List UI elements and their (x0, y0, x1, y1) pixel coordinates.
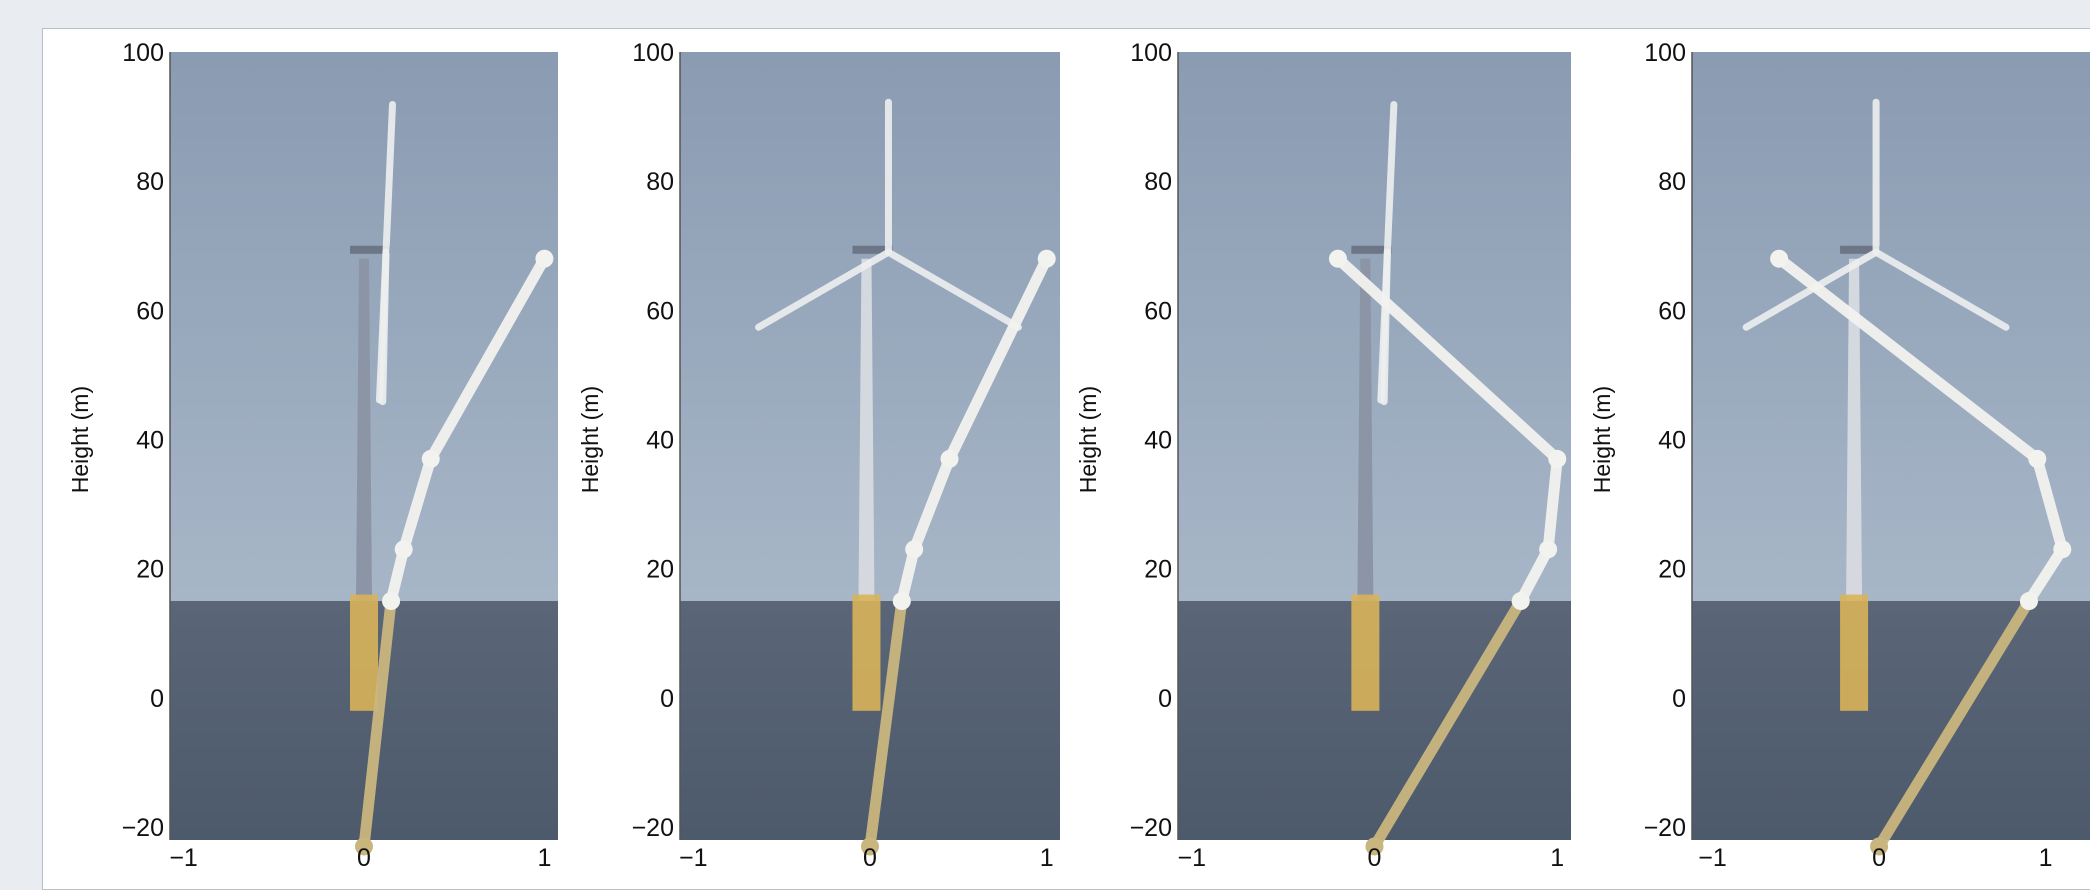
y-tick-label: 60 (136, 297, 164, 325)
panel-3: 100 80 60 40 20 0 −20−1 0 1 Height (m) (1075, 39, 1571, 868)
turbine-blade (755, 248, 892, 331)
x-tick-label: −1 (1698, 844, 1727, 868)
turbine-tower (1357, 258, 1374, 602)
data-point (940, 449, 959, 468)
y-tick-label: 0 (1158, 685, 1172, 713)
turbine-blade (375, 248, 390, 404)
y-tick-label: 100 (632, 39, 674, 67)
data-point (1548, 449, 1567, 468)
turbine-tower (356, 258, 372, 602)
y-tick-label: −20 (1644, 814, 1686, 842)
y-tick-label: 60 (1658, 297, 1686, 325)
data-point (1037, 249, 1056, 268)
y-tick-label: 80 (1658, 168, 1686, 196)
data-point (2019, 592, 2038, 611)
data-point (905, 540, 924, 559)
y-tick-label: 20 (1144, 556, 1172, 584)
turbine-blade (382, 101, 397, 256)
y-axis-label: Height (m) (577, 386, 603, 493)
y-tick-label: −20 (122, 814, 164, 842)
y-tick-label: 40 (1658, 427, 1686, 455)
turbine-foundation (350, 594, 378, 711)
x-tick-label: −1 (169, 844, 198, 868)
x-tick-label: −1 (1177, 844, 1206, 868)
data-point (421, 449, 440, 468)
x-tick-label: 1 (1550, 844, 1564, 868)
data-point (1511, 592, 1530, 611)
x-tick-label: 0 (863, 844, 877, 868)
sea-background (1692, 601, 2090, 840)
y-tick-label: 80 (1144, 168, 1172, 196)
y-tick-label: 80 (136, 168, 164, 196)
data-point (382, 592, 401, 611)
y-tick-label: 60 (1144, 297, 1172, 325)
turbine-blade (1383, 101, 1398, 256)
above-water-line (1332, 253, 1563, 607)
sky-background (1692, 52, 2090, 602)
y-tick-label: −20 (1130, 814, 1172, 842)
data-point (1539, 540, 1558, 559)
turbine-foundation (852, 594, 881, 711)
turbine-nacelle (1840, 245, 1881, 254)
above-water-line (896, 253, 1053, 607)
y-tick-label: 100 (122, 39, 164, 67)
turbine-nacelle (350, 245, 390, 254)
x-tick-label: 0 (1368, 844, 1382, 868)
x-tick-label: 0 (357, 844, 371, 868)
submerged-segment-line (1873, 595, 2035, 852)
y-tick-label: 60 (646, 297, 674, 325)
turbine-nacelle (1351, 245, 1392, 254)
data-point (861, 837, 879, 856)
sky-background (1178, 52, 1571, 602)
turbine-foundation (1351, 594, 1380, 711)
submerged-segment-line (1369, 595, 1527, 852)
y-tick-label: 80 (646, 168, 674, 196)
turbine-nacelle (852, 245, 893, 254)
x-tick-label: 0 (1872, 844, 1886, 868)
data-point (1328, 249, 1347, 268)
y-axis-label: Height (m) (1075, 386, 1101, 493)
submerged-segment-line (358, 595, 397, 852)
data-point (2053, 540, 2072, 559)
data-point (2028, 449, 2047, 468)
turbine-tower (858, 258, 875, 602)
panel-2: 100 80 60 40 20 0 −20−1 0 1 Height (m) (577, 39, 1060, 868)
y-tick-label: 20 (136, 556, 164, 584)
data-point (394, 540, 413, 559)
turbine-blade (1377, 248, 1391, 404)
y-tick-label: −20 (632, 814, 674, 842)
x-tick-label: 1 (537, 844, 551, 868)
panel-4: 100 80 60 40 20 0 −20 −1 0 1 Height (m) (1589, 39, 2090, 868)
x-tick-label: 1 (2039, 844, 2053, 868)
y-tick-label: 100 (1130, 39, 1172, 67)
turbine-foundation (1840, 594, 1869, 711)
data-point (355, 837, 373, 856)
data-point (892, 592, 911, 611)
y-tick-label: 40 (136, 427, 164, 455)
submerged-segment-line (864, 595, 908, 852)
y-tick-label: 100 (1644, 39, 1686, 67)
turbine-blade (1872, 248, 2010, 331)
panel-1: 100 80 60 40 20 0 −20−1 0 1 Height (m) (67, 39, 558, 868)
x-tick-label: 1 (1040, 844, 1054, 868)
y-tick-label: 20 (1658, 556, 1686, 584)
y-tick-label: 0 (1672, 685, 1686, 713)
y-tick-label: 0 (150, 685, 164, 713)
above-water-line (385, 253, 550, 607)
y-tick-label: 20 (646, 556, 674, 584)
y-axis-label: Height (m) (67, 386, 93, 493)
above-water-line (1773, 253, 2068, 607)
y-tick-label: 0 (660, 685, 674, 713)
turbine-blade (884, 248, 1022, 331)
y-tick-label: 40 (646, 427, 674, 455)
turbine-tower (1846, 258, 1863, 602)
data-point (1365, 837, 1384, 856)
y-axis-label: Height (m) (1589, 386, 1615, 493)
data-point (1870, 837, 1889, 856)
x-tick-label: −1 (679, 844, 708, 868)
data-point (535, 249, 554, 268)
data-point (1770, 249, 1789, 268)
y-tick-label: 40 (1144, 427, 1172, 455)
